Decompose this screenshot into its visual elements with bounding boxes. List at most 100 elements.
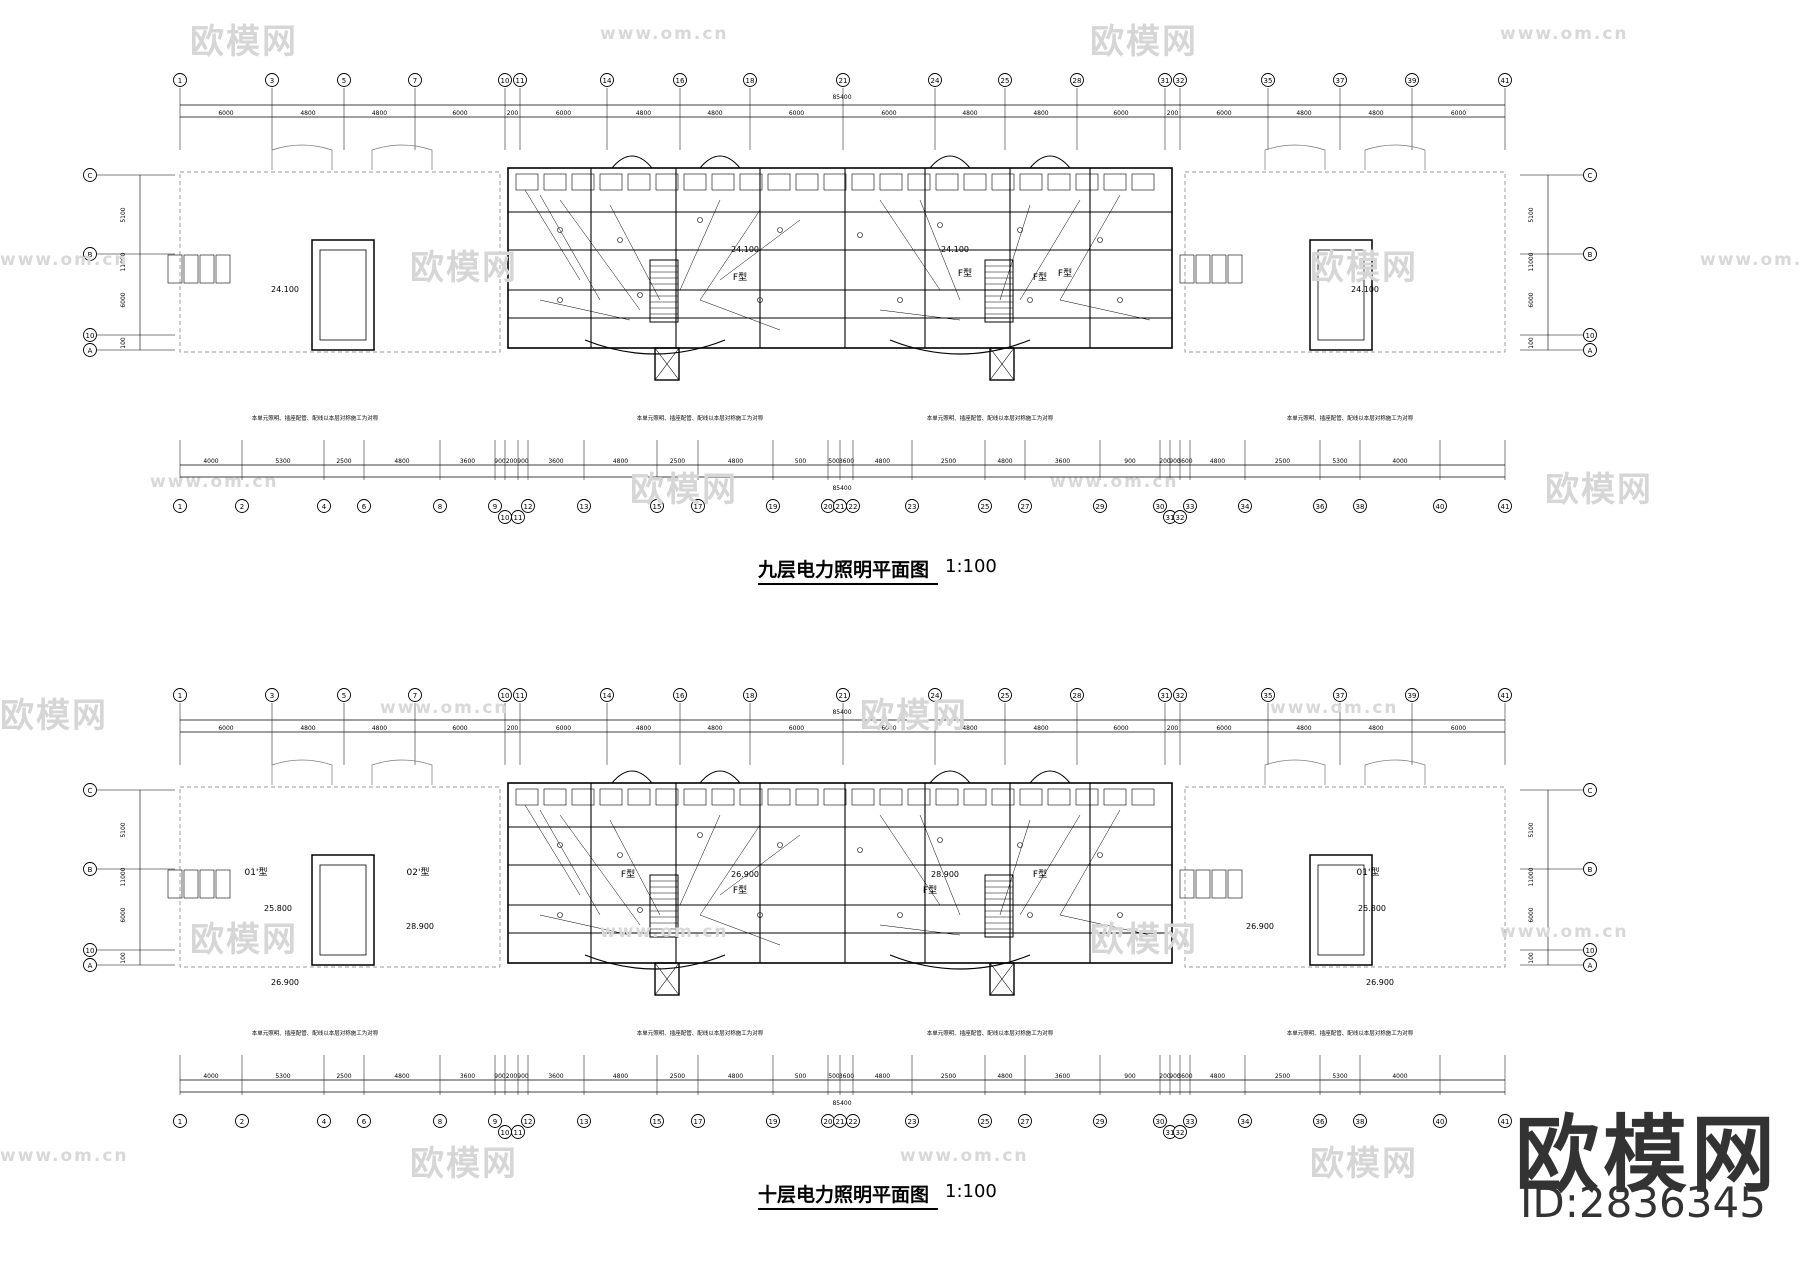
light-fixture <box>897 912 903 918</box>
row-dimension-text: 5100 <box>120 822 127 837</box>
axis-bubble <box>1018 1114 1032 1128</box>
row-dimension-text: 11000 <box>1528 252 1535 271</box>
wiring-run <box>524 804 581 896</box>
fixture-box <box>627 173 651 191</box>
wiring-run <box>919 814 961 916</box>
axis-bubble <box>511 510 525 524</box>
construction-note: 本单元照明、插座配管、配线以本层对称施工为对称 <box>252 414 379 422</box>
axis-bubble <box>173 499 187 513</box>
window-panel <box>1179 869 1195 899</box>
axis-bubble <box>1093 1114 1107 1128</box>
axis-bubble <box>1153 1114 1167 1128</box>
axis-bubble <box>317 1114 331 1128</box>
window-panel <box>215 254 231 284</box>
top-axis-label: 7 <box>413 77 417 85</box>
axis-bubble <box>650 1114 664 1128</box>
row-axis-label: A <box>88 962 93 970</box>
row-axis-label: 10 <box>1586 947 1595 955</box>
dimension-text: 3600 <box>460 458 475 465</box>
bottom-axis-label: 33 <box>1186 1118 1195 1126</box>
dimension-text: 3600 <box>548 458 563 465</box>
axis-bubble <box>433 1114 447 1128</box>
dimension-text: 2500 <box>336 1073 351 1080</box>
bottom-axis-label: 17 <box>694 1118 703 1126</box>
lift-box <box>989 347 1015 381</box>
fixture-box <box>739 173 763 191</box>
axis-bubble <box>1183 499 1197 513</box>
row-axis-label: B <box>88 251 93 259</box>
fixture-box <box>543 788 567 806</box>
dimension-text: 200 <box>507 110 519 117</box>
top-axis-label: 3 <box>270 692 274 700</box>
dimension-text: 3600 <box>839 458 854 465</box>
total-dimension: 85400 <box>832 709 851 716</box>
dimension-text: 2500 <box>336 458 351 465</box>
axis-bubble <box>521 499 535 513</box>
lift-box <box>989 962 1015 996</box>
light-fixture <box>557 842 563 848</box>
dimension-text: 4800 <box>997 1073 1012 1080</box>
axis-bubble <box>521 1114 535 1128</box>
fixture-box <box>1047 788 1071 806</box>
elevation-label: 24.100 <box>941 245 969 254</box>
bay-window <box>1029 770 1071 784</box>
axis-bubble <box>1070 688 1084 702</box>
top-axis-label: 1 <box>178 692 182 700</box>
axis-bubble <box>83 168 97 182</box>
wiring-run <box>539 914 631 936</box>
lift-box <box>654 347 680 381</box>
axis-bubble <box>978 499 992 513</box>
watermark-logo: 欧模网 <box>1090 22 1198 62</box>
light-fixture <box>757 912 763 918</box>
axis-bubble <box>488 1114 502 1128</box>
axis-bubble <box>1158 688 1172 702</box>
elevation-label: 28.900 <box>406 922 434 931</box>
row-axis-label: C <box>1588 787 1593 795</box>
light-fixture <box>1097 852 1103 858</box>
axis-bubble <box>83 783 97 797</box>
dimension-text: 6000 <box>556 110 571 117</box>
wiring-run <box>1059 299 1151 321</box>
dimension-text: 4800 <box>1368 725 1383 732</box>
bottom-axis-label: 29 <box>1096 1118 1105 1126</box>
top-axis-label: 21 <box>839 692 848 700</box>
central-block-outline <box>507 167 1173 349</box>
fixture-box <box>963 173 987 191</box>
top-axis-label: 24 <box>931 77 940 85</box>
row-axis-label: C <box>88 172 93 180</box>
top-axis-label: 37 <box>1336 77 1345 85</box>
elevation-label: 26.900 <box>1246 922 1274 931</box>
axis-bubble <box>998 73 1012 87</box>
axis-bubble <box>173 1114 187 1128</box>
bay-window <box>271 144 333 170</box>
row-dimension-text: 100 <box>120 337 127 349</box>
light-fixture <box>857 232 863 238</box>
fixture-box <box>963 788 987 806</box>
wiring-run <box>1059 809 1121 916</box>
dimension-text: 4800 <box>300 725 315 732</box>
watermark-url: www.om.cn <box>1050 472 1179 492</box>
unit-type-label: F型 <box>733 885 747 896</box>
dimension-text: 500 <box>795 458 807 465</box>
bottom-axis-label: 10 <box>501 1129 510 1137</box>
window-panel <box>167 254 183 284</box>
axis-bubble <box>1583 328 1597 342</box>
watermark-url: www.om.cn <box>0 1146 129 1166</box>
axis-bubble <box>846 1114 860 1128</box>
wiring-run <box>719 834 801 896</box>
window-panel <box>1179 254 1195 284</box>
bottom-axis-label: 6 <box>362 503 367 511</box>
top-axis-label: 18 <box>746 692 755 700</box>
row-axis-label: B <box>1588 866 1593 874</box>
axis-bubble <box>1333 73 1347 87</box>
bottom-axis-label: 25 <box>981 503 990 511</box>
axis-bubble <box>600 73 614 87</box>
axis-bubble <box>173 73 187 87</box>
wiring-run <box>879 309 961 321</box>
axis-bubble <box>357 1114 371 1128</box>
axis-bubble <box>83 328 97 342</box>
fixture-box <box>767 173 791 191</box>
top-axis-label: 39 <box>1408 77 1417 85</box>
dimension-text: 4800 <box>1368 110 1383 117</box>
fixture-box <box>571 788 595 806</box>
